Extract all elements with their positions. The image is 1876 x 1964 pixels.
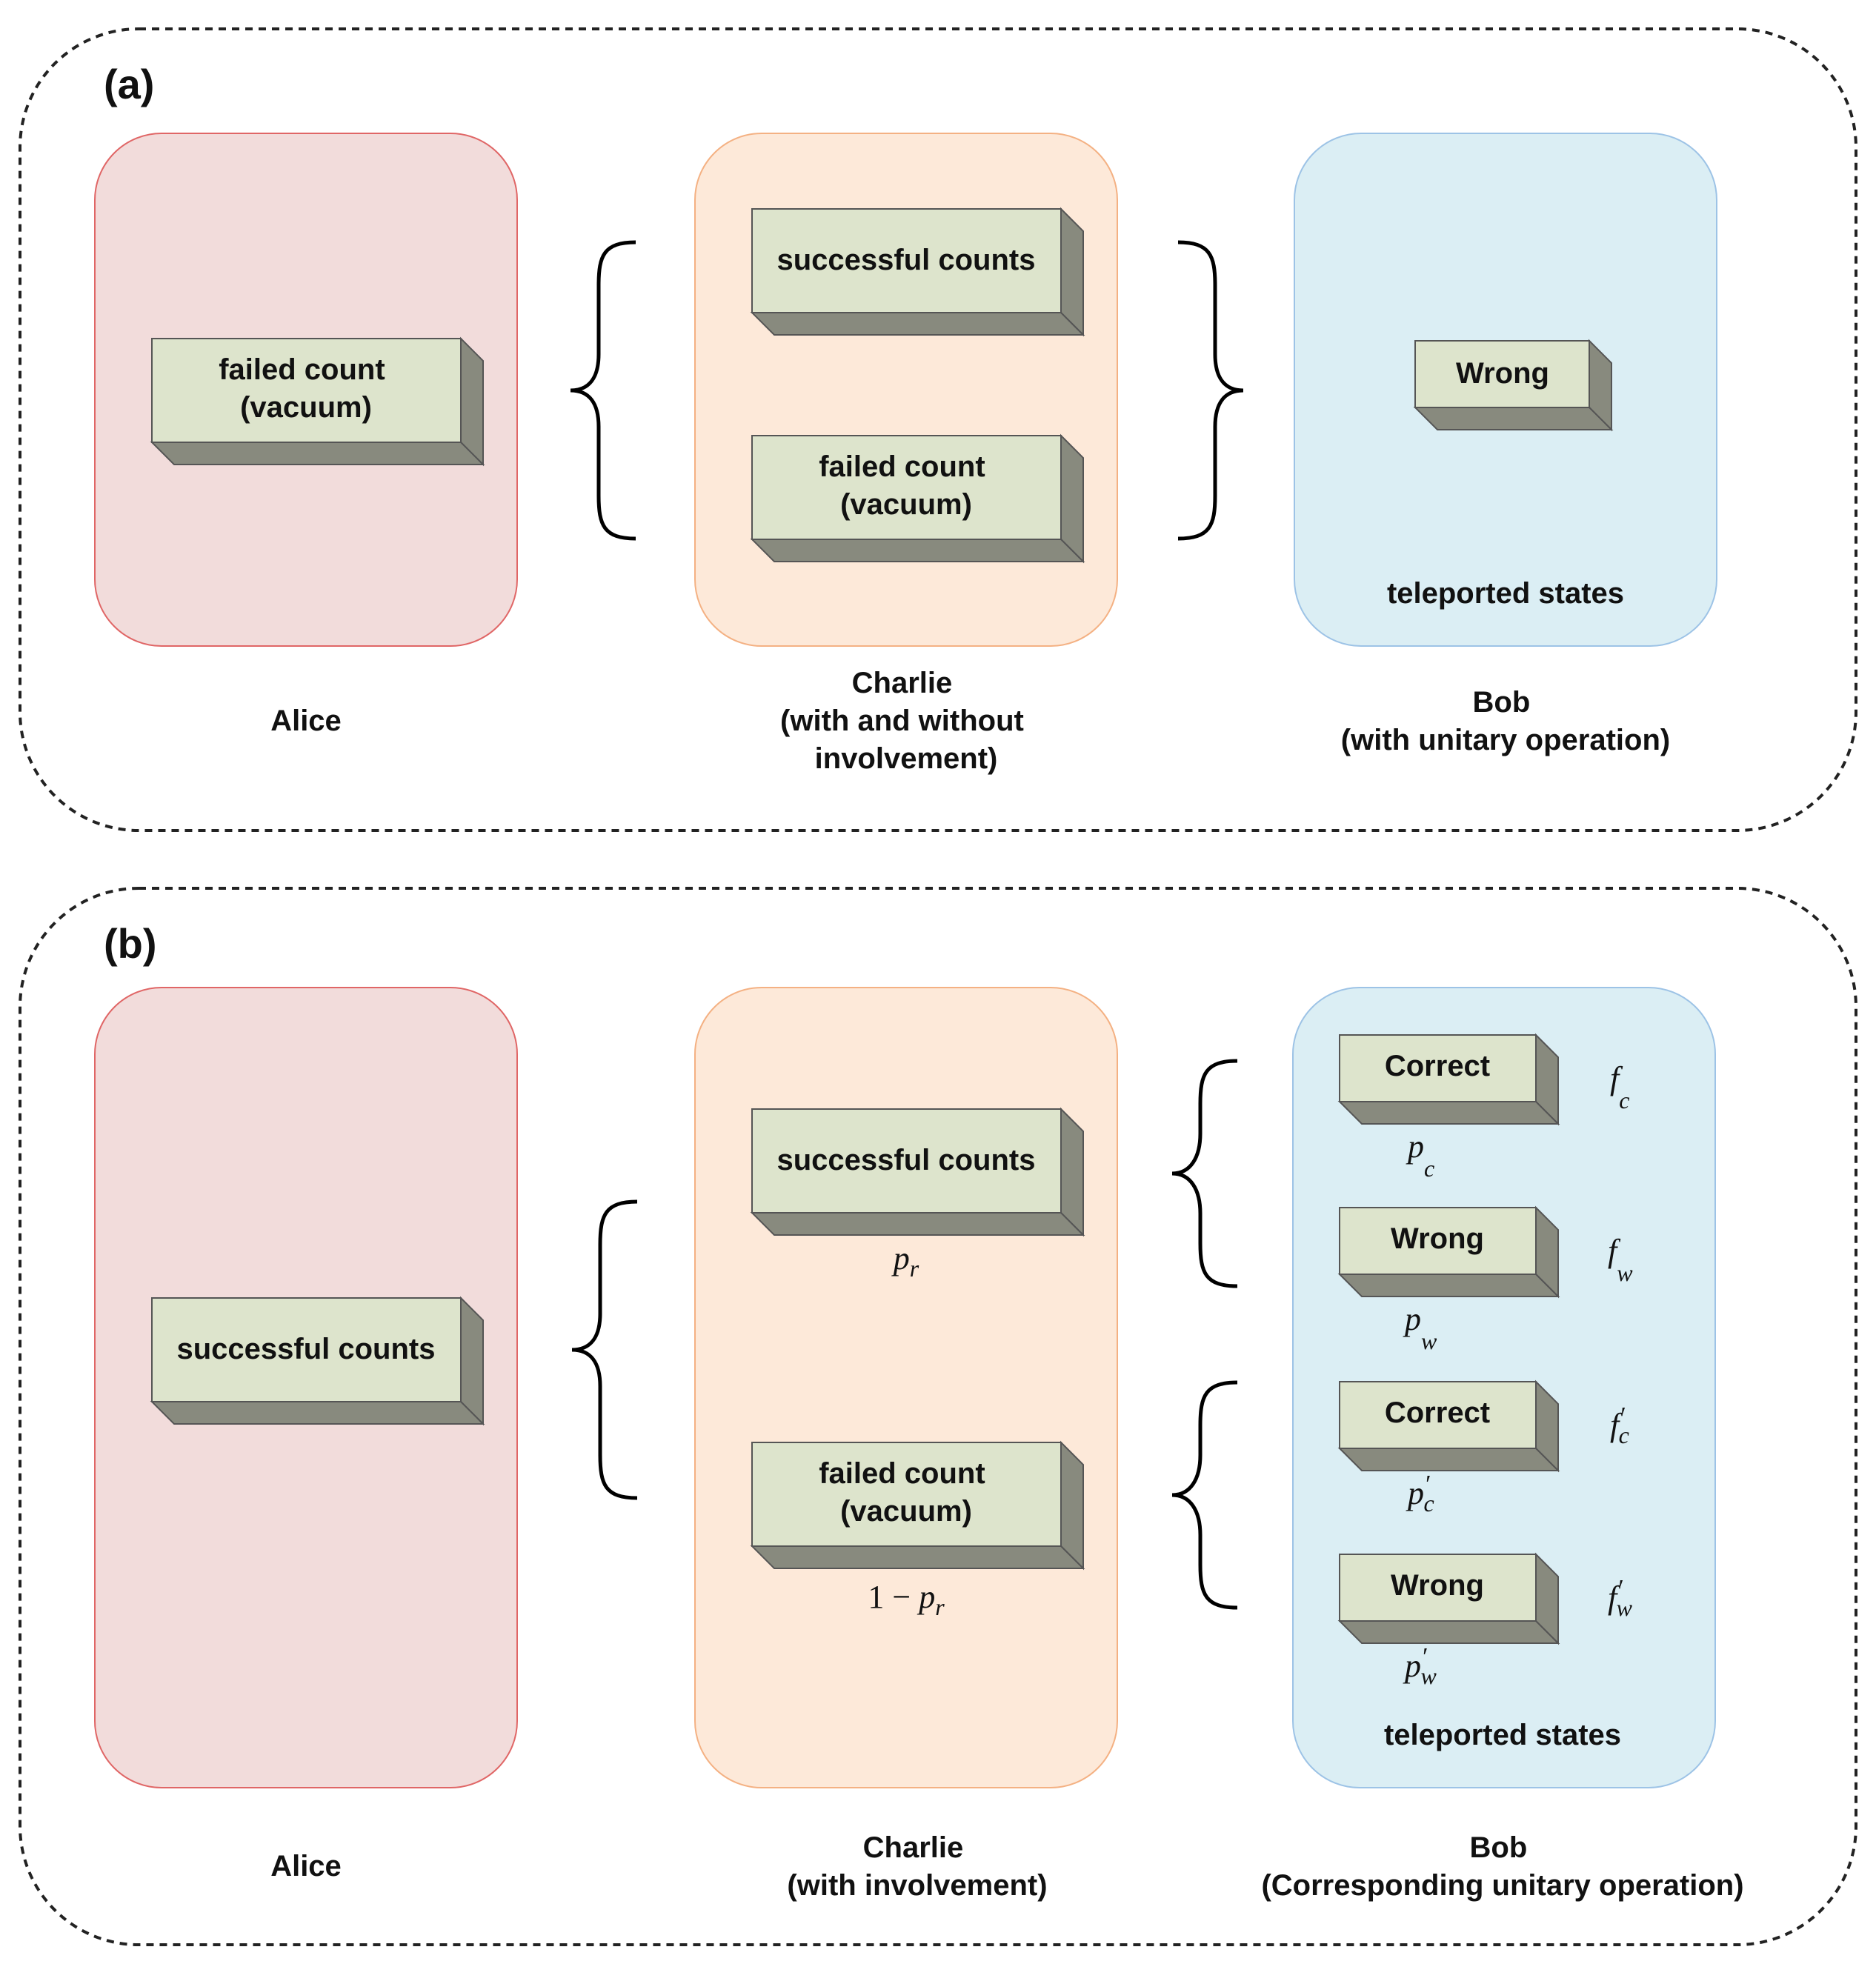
block-bottom-face xyxy=(750,539,1085,562)
panel-a-bob-caption: (with unitary operation) xyxy=(1341,724,1670,756)
panel-b-charlie-block-failed: failed count (vacuum) xyxy=(750,1440,1085,1571)
block-bottom-face xyxy=(1337,1274,1560,1297)
block-bottom-face xyxy=(750,1545,1085,1569)
panel-a-frame xyxy=(19,27,1857,832)
prob-label-pr: pr xyxy=(891,1240,919,1282)
svg-text:Wrong: Wrong xyxy=(1456,357,1549,390)
block-bottom-face xyxy=(1413,407,1614,430)
block-text-line: failed count xyxy=(219,353,385,386)
panel-b-upper-right-brace xyxy=(1171,1059,1238,1288)
panel-b-charlie-block-success: successful counts xyxy=(750,1107,1085,1237)
bob-outcome-correct: Correct pc fc xyxy=(1337,1033,1629,1182)
svg-text:failed count (vacuum): failed count (vacuum) xyxy=(819,1457,994,1528)
block-text-line: failed count xyxy=(819,1457,985,1490)
svg-text:successful counts: successful counts xyxy=(776,244,1035,276)
svg-text:Charlie (with and withou: Charlie (with and without involvement) xyxy=(780,667,1032,775)
svg-text:failed count (vacuum): failed count (vacuum) xyxy=(819,450,994,521)
block-front-face xyxy=(1339,1207,1537,1275)
panel-a-bob-block-wrong: Wrong xyxy=(1413,339,1614,432)
panel-b-charlie-box xyxy=(694,987,1118,1788)
outcome-probability: p′c xyxy=(1406,1471,1434,1517)
svg-text:Charlie (with involvemen: Charlie (with involvement) xyxy=(787,1831,1047,1902)
outcome-fidelity: f′c xyxy=(1610,1402,1629,1448)
block-front-face xyxy=(1414,340,1590,408)
panel-a-label: (a) xyxy=(104,61,154,107)
bob-outcome-wrong: Wrong pw fw xyxy=(1337,1205,1633,1354)
panel-b-bob-teleported-label: teleported states xyxy=(1384,1719,1621,1751)
block-bottom-face xyxy=(1337,1101,1560,1125)
block-bottom-face xyxy=(750,1212,1085,1236)
bob-outcome-wrong-prime: Wrong p′w f′w xyxy=(1337,1552,1633,1689)
prob-label-one-minus-pr: 1 − pr xyxy=(868,1579,945,1620)
panel-b-bob-caption: Bob xyxy=(1470,1831,1528,1864)
outcome-probability: pw xyxy=(1403,1301,1437,1354)
outcome-probability: p′w xyxy=(1403,1643,1437,1689)
outcome-label: Wrong xyxy=(1391,1569,1484,1602)
panel-a-charlie-caption: (with and without xyxy=(780,705,1024,737)
block-text-line: Wrong xyxy=(1456,357,1549,390)
panel-b-alice-block: successful counts xyxy=(150,1296,485,1426)
block-front-face xyxy=(151,338,462,443)
panel-b-charlie-caption: Charlie xyxy=(863,1831,964,1864)
panel-a-left-brace xyxy=(570,240,636,541)
block-front-face xyxy=(1339,1034,1537,1102)
outcome-label: Wrong xyxy=(1391,1222,1484,1255)
svg-text:successful counts: successful counts xyxy=(176,1333,435,1365)
block-text-line: successful counts xyxy=(176,1333,435,1365)
outcome-probability: pc xyxy=(1406,1128,1434,1182)
panel-b-label: (b) xyxy=(104,920,157,967)
block-bottom-face xyxy=(150,1401,485,1425)
panel-a-bob-caption: Bob xyxy=(1473,686,1531,719)
block-text-line: (vacuum) xyxy=(840,1495,972,1528)
block-front-face xyxy=(151,1297,462,1402)
svg-text:Bob (with unitary operat: Bob (with unitary operation) xyxy=(1341,686,1670,756)
panel-b-lower-right-brace xyxy=(1171,1380,1238,1610)
block-front-face xyxy=(751,208,1062,313)
block-text-line: (vacuum) xyxy=(240,391,372,424)
panel-a-charlie-block-failed: failed count (vacuum) xyxy=(750,433,1085,564)
outcome-label: Correct xyxy=(1385,1050,1490,1082)
block-front-face xyxy=(1339,1554,1537,1622)
svg-text:successful counts: successful counts xyxy=(776,1144,1035,1176)
block-front-face xyxy=(751,1442,1062,1547)
panel-b-bob-caption: (Corresponding unitary operation) xyxy=(1261,1869,1743,1902)
panel-a-right-brace xyxy=(1177,240,1244,541)
svg-text:Alice: Alice xyxy=(270,705,342,737)
block-bottom-face xyxy=(1337,1448,1560,1471)
block-text-line: successful counts xyxy=(776,244,1035,276)
panel-b-alice-caption: Alice xyxy=(270,1850,342,1883)
block-front-face xyxy=(751,435,1062,540)
block-text-line: (vacuum) xyxy=(840,488,972,521)
panel-b-frame xyxy=(19,887,1857,1946)
panel-a-alice-caption: Alice xyxy=(270,705,342,737)
svg-text:Alice: Alice xyxy=(270,1850,342,1883)
block-bottom-face xyxy=(150,442,485,465)
svg-text:Bob (Corresponding unita: Bob (Corresponding unitary operation) xyxy=(1261,1831,1743,1902)
panel-b-charlie-caption: (with involvement) xyxy=(787,1869,1047,1902)
svg-text:failed count (vacuum): failed count (vacuum) xyxy=(219,353,393,424)
outcome-label: Correct xyxy=(1385,1397,1490,1429)
block-front-face xyxy=(1339,1381,1537,1449)
panel-a-charlie-block-success: successful counts xyxy=(750,207,1085,337)
block-bottom-face xyxy=(1337,1620,1560,1644)
outcome-fidelity: f′w xyxy=(1608,1575,1633,1621)
panel-a-charlie-caption: involvement) xyxy=(815,742,998,775)
block-bottom-face xyxy=(750,312,1085,336)
panel-a-alice-block: failed count (vacuum) xyxy=(150,336,485,467)
panel-a-bob-teleported-label: teleported states xyxy=(1387,577,1624,610)
panel-a-charlie-caption: Charlie xyxy=(852,667,953,699)
block-text-line: failed count xyxy=(819,450,985,483)
panel-b-left-brace xyxy=(571,1199,638,1500)
bob-outcome-correct-prime: Correct p′c f′c xyxy=(1337,1379,1629,1517)
block-front-face xyxy=(751,1108,1062,1214)
panel-b: (b) successful counts Alice successful c… xyxy=(19,887,1857,1946)
panel-a: (a) failed count (vacuum) Alice successf… xyxy=(19,27,1857,832)
block-text-line: successful counts xyxy=(776,1144,1035,1176)
